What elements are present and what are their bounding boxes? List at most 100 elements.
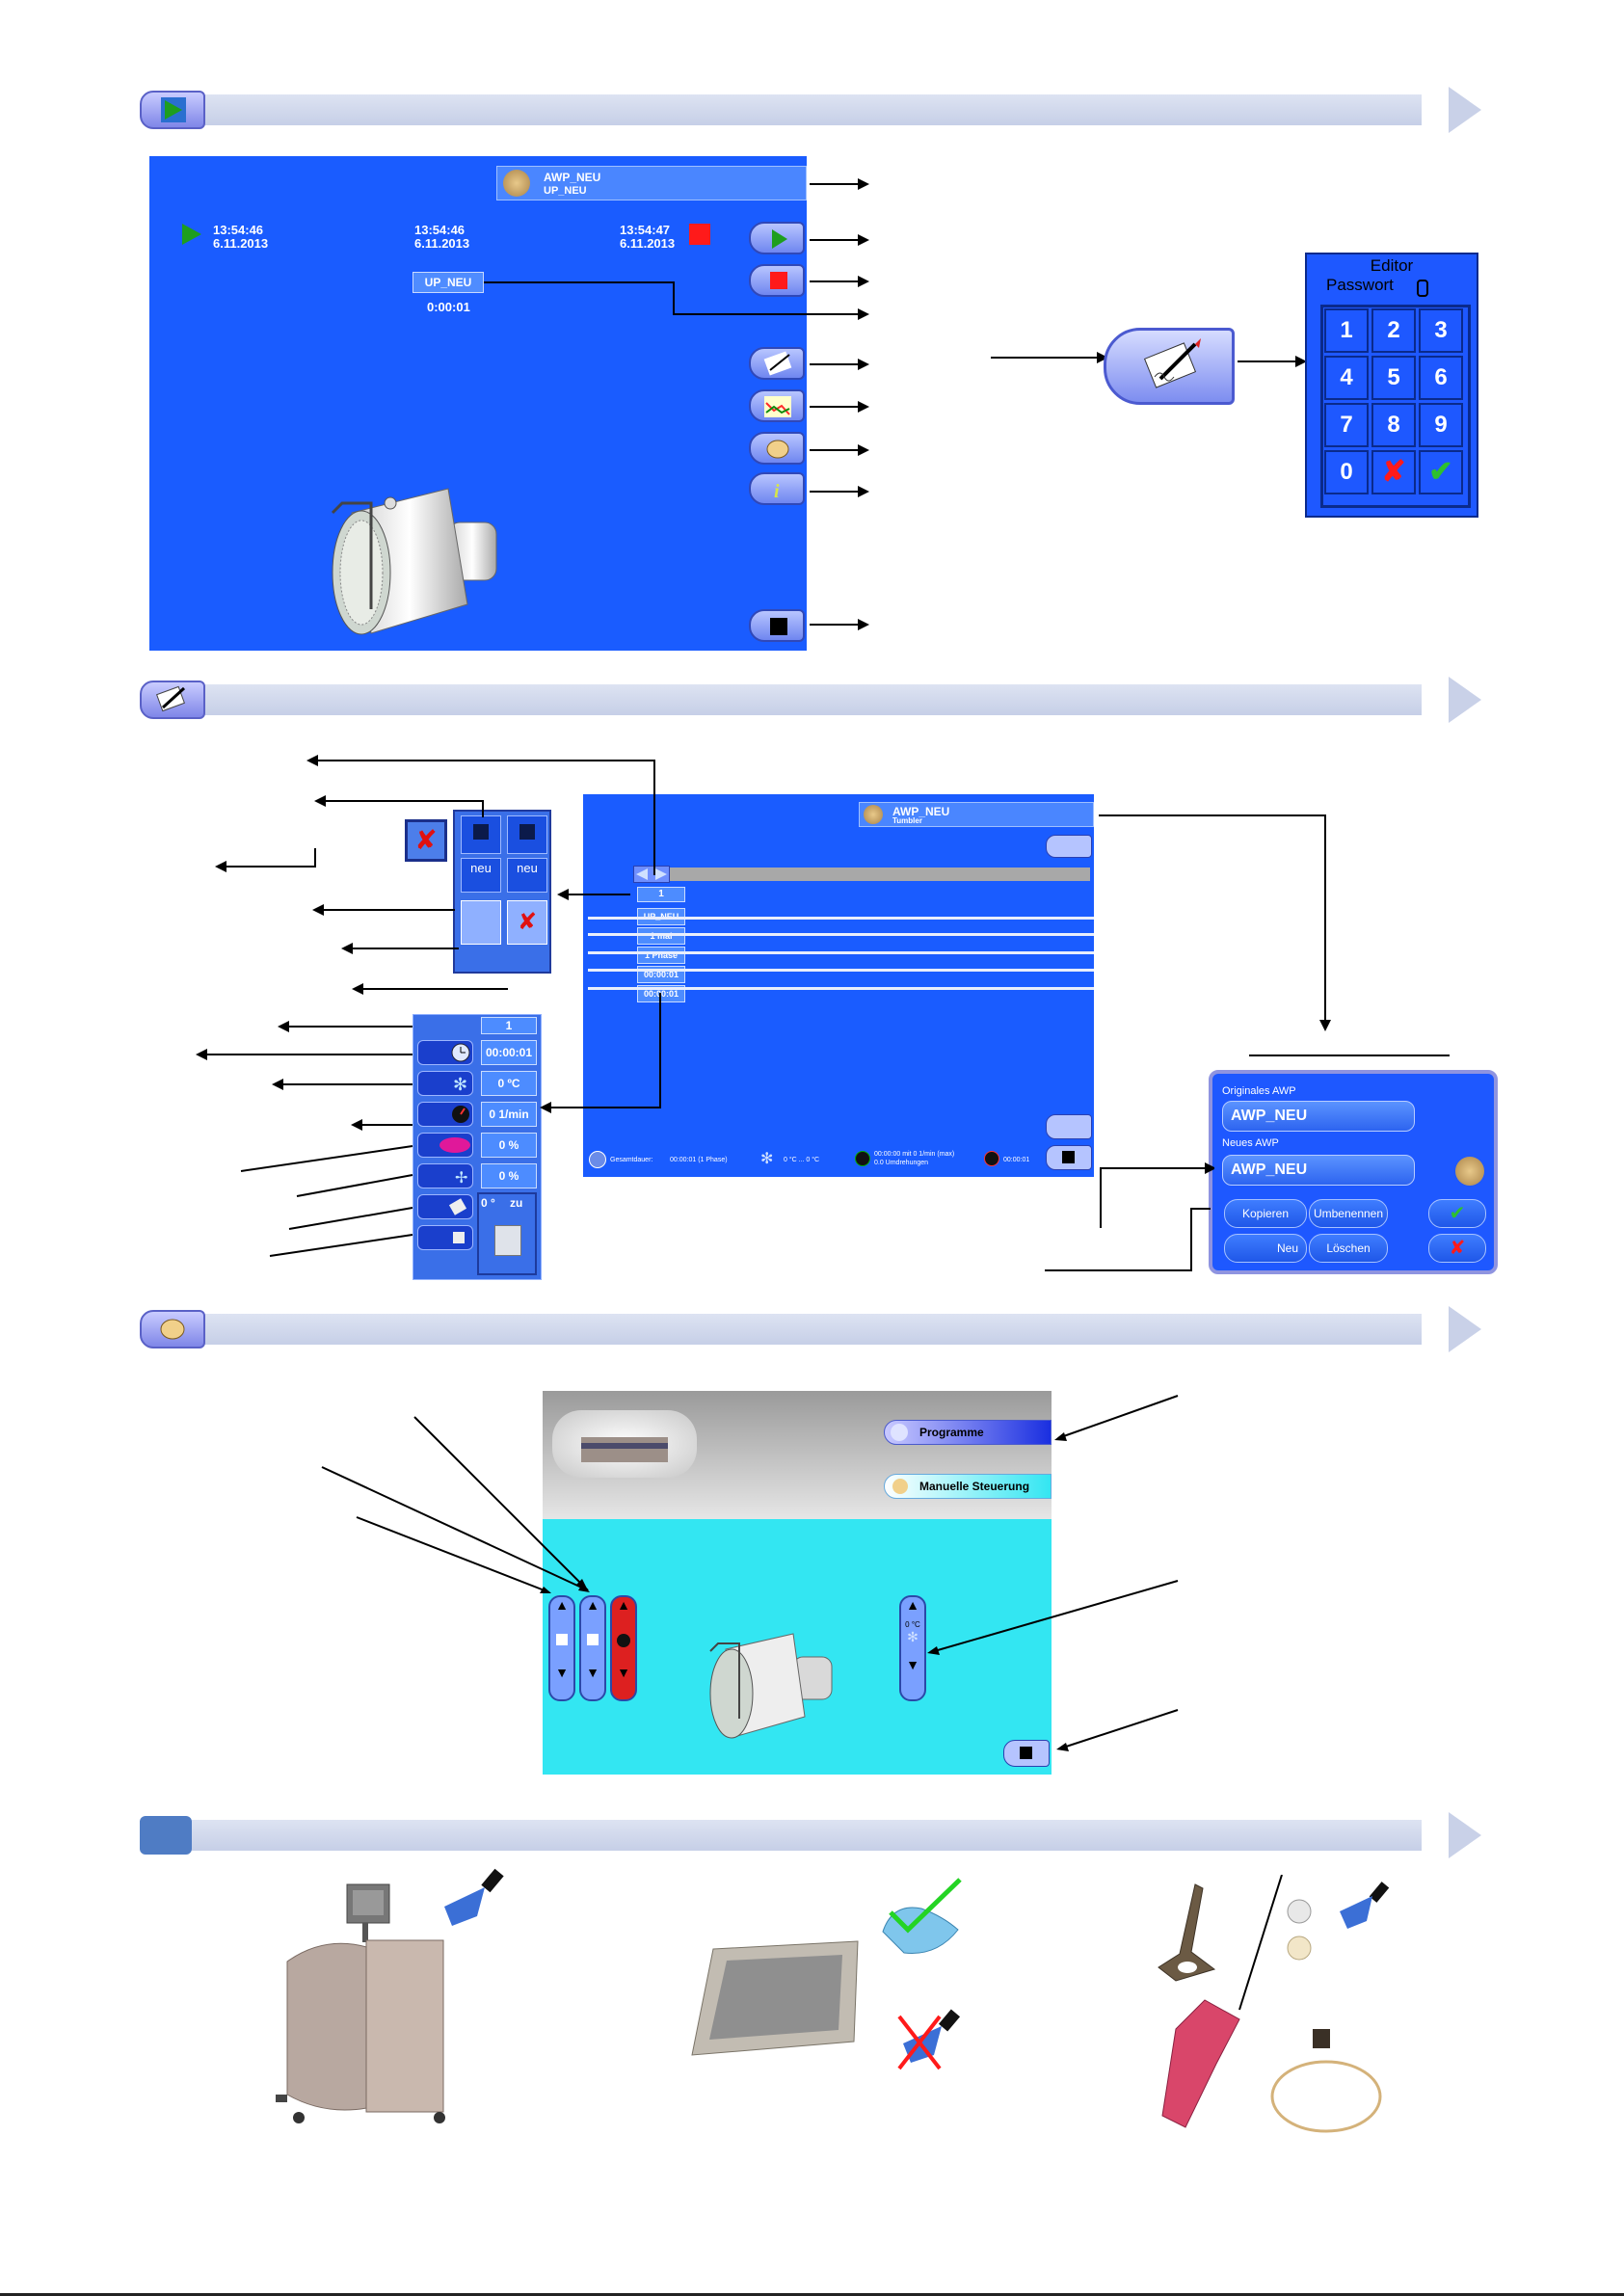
- hand-icon: [766, 440, 789, 459]
- delete-button[interactable]: Löschen: [1309, 1234, 1388, 1263]
- save-button-1[interactable]: [461, 815, 501, 854]
- key-3[interactable]: 3: [1419, 308, 1463, 353]
- info-button[interactable]: i: [749, 472, 805, 505]
- svg-text:✻: ✻: [453, 1075, 467, 1094]
- param-speed[interactable]: 0 1/min: [481, 1102, 537, 1127]
- copy-step-button[interactable]: [461, 900, 501, 945]
- cancel-button[interactable]: ✘: [1428, 1234, 1486, 1263]
- key-1[interactable]: 1: [1324, 308, 1369, 353]
- new-button-2[interactable]: neu: [507, 858, 547, 893]
- delete-step-button[interactable]: ✘: [507, 900, 547, 945]
- manual-control-button[interactable]: Manuelle Steuerung: [884, 1474, 1052, 1499]
- chart-button[interactable]: [749, 389, 805, 422]
- valve-icon: [587, 1634, 599, 1645]
- confirm-button[interactable]: ✔: [1428, 1199, 1486, 1228]
- key-6[interactable]: 6: [1419, 356, 1463, 400]
- password-title: Editor: [1370, 256, 1414, 275]
- program-nav-button[interactable]: [1046, 835, 1092, 858]
- touch-panel-photo: [691, 1940, 859, 2056]
- key-4[interactable]: 4: [1324, 356, 1369, 400]
- hand-icon: [140, 1310, 205, 1348]
- program-header[interactable]: AWP_NEU UP_NEU: [496, 166, 807, 200]
- password-input[interactable]: [1417, 280, 1428, 297]
- program-avatar-icon[interactable]: [1455, 1157, 1484, 1186]
- tumbler-drum-illustration: [331, 488, 497, 635]
- key-9[interactable]: 9: [1419, 403, 1463, 447]
- step-parameter-panel: 1 00:00:01 ✻ 0 ºC 0 1/min 0 % ✢ 0 % 0 ° …: [413, 1014, 542, 1280]
- editor-button[interactable]: [749, 347, 805, 380]
- clock-icon: [417, 1040, 473, 1065]
- save-exit-button[interactable]: [1046, 1114, 1092, 1139]
- valve-1-updown[interactable]: ▲▼: [548, 1595, 575, 1701]
- cloth-allowed-icon: [882, 1878, 962, 1954]
- stop-button[interactable]: [749, 264, 805, 297]
- valve-icon: [556, 1634, 568, 1645]
- stop-status-icon: [689, 224, 710, 245]
- step-row-1[interactable]: 1 mal: [637, 927, 685, 945]
- page-footer-line: [0, 2293, 1624, 2296]
- rename-button[interactable]: Umbenennen: [1309, 1199, 1388, 1228]
- param-value-2[interactable]: 0 %: [481, 1163, 537, 1188]
- subprogram-button[interactable]: UP_NEU: [413, 272, 484, 293]
- param-step[interactable]: 1: [481, 1017, 537, 1034]
- new-name-field[interactable]: AWP_NEU: [1222, 1155, 1415, 1186]
- temperature-updown[interactable]: ▲0 °C✻▼: [899, 1595, 926, 1701]
- step-number[interactable]: 1: [637, 887, 685, 902]
- programs-button[interactable]: Programme: [884, 1420, 1052, 1445]
- save-button-2[interactable]: [507, 815, 547, 854]
- play-icon: [140, 91, 205, 129]
- editor-status-bar: Gesamtdauer: 00:00:01 (1 Phase) ✻ 0 °C .…: [583, 1145, 1042, 1174]
- key-0[interactable]: 0: [1324, 450, 1369, 494]
- original-name-field: AWP_NEU: [1222, 1101, 1415, 1132]
- key-cancel[interactable]: ✘: [1371, 450, 1416, 494]
- exit-button[interactable]: [1003, 1740, 1050, 1767]
- editor-tool-panel: neu neu ✘: [453, 810, 551, 974]
- step-nav-arrows[interactable]: [633, 866, 670, 883]
- param-temperature[interactable]: 0 ºC: [481, 1071, 537, 1096]
- clock-icon: [589, 1151, 606, 1168]
- key-5[interactable]: 5: [1371, 356, 1416, 400]
- program-avatar-icon: [864, 805, 883, 824]
- valve-2-updown[interactable]: ▲▼: [579, 1595, 606, 1701]
- fan-icon: ✻: [417, 1071, 473, 1096]
- editor-pen-icon: [763, 351, 792, 376]
- fan-icon: ✻: [907, 1629, 918, 1644]
- valve-block[interactable]: 0 ° zu: [477, 1192, 537, 1275]
- editor-pen-icon: [140, 681, 205, 719]
- vent-icon: ✢: [417, 1163, 473, 1188]
- new-button-1[interactable]: neu: [461, 858, 501, 893]
- speed-gauge-icon: [417, 1102, 473, 1127]
- editor-program-header[interactable]: AWP_NEU Tumbler: [859, 802, 1094, 827]
- brush-forbidden-icon: [897, 2009, 961, 2070]
- copy-button[interactable]: Kopieren: [1224, 1199, 1307, 1228]
- pressure-icon: [417, 1133, 473, 1158]
- cancel-x-button[interactable]: ✘: [405, 819, 447, 862]
- company-building-image: [552, 1410, 697, 1478]
- exit-button[interactable]: [749, 609, 805, 642]
- program-avatar-icon: [503, 170, 530, 197]
- param-value-1[interactable]: 0 %: [481, 1133, 537, 1158]
- copy-dialog: Originales AWP AWP_NEU Neues AWP AWP_NEU…: [1209, 1070, 1498, 1274]
- password-label: Passwort: [1326, 276, 1394, 294]
- editor-screen: AWP_NEU Tumbler 1 UP_NEU 1 mal 1 Phase 0…: [583, 794, 1094, 1177]
- speed-updown[interactable]: ▲▼: [610, 1595, 637, 1701]
- info-icon: i: [774, 481, 780, 502]
- key-7[interactable]: 7: [1324, 403, 1369, 447]
- exit-button[interactable]: [1046, 1145, 1092, 1170]
- manual-screen: Programme Manuelle Steuerung ▲▼ ▲▼ ▲▼ ▲0…: [543, 1391, 1052, 1775]
- start-button[interactable]: [749, 222, 805, 254]
- step-row-2[interactable]: 1 Phase: [637, 947, 685, 964]
- chart-icon: [764, 396, 791, 417]
- play-status-icon: [182, 224, 201, 245]
- key-confirm[interactable]: ✔: [1419, 450, 1463, 494]
- param-duration[interactable]: 00:00:01: [481, 1040, 537, 1065]
- fan-icon: ✻: [760, 1151, 774, 1167]
- manual-button[interactable]: [749, 432, 805, 465]
- svg-text:✢: ✢: [455, 1170, 467, 1187]
- key-8[interactable]: 8: [1371, 403, 1416, 447]
- new-button[interactable]: Neu: [1224, 1234, 1307, 1263]
- section-banner-manual: [140, 1306, 1489, 1352]
- valve-position-icon: [417, 1225, 473, 1250]
- key-2[interactable]: 2: [1371, 308, 1416, 353]
- timeline-bar[interactable]: [670, 868, 1090, 881]
